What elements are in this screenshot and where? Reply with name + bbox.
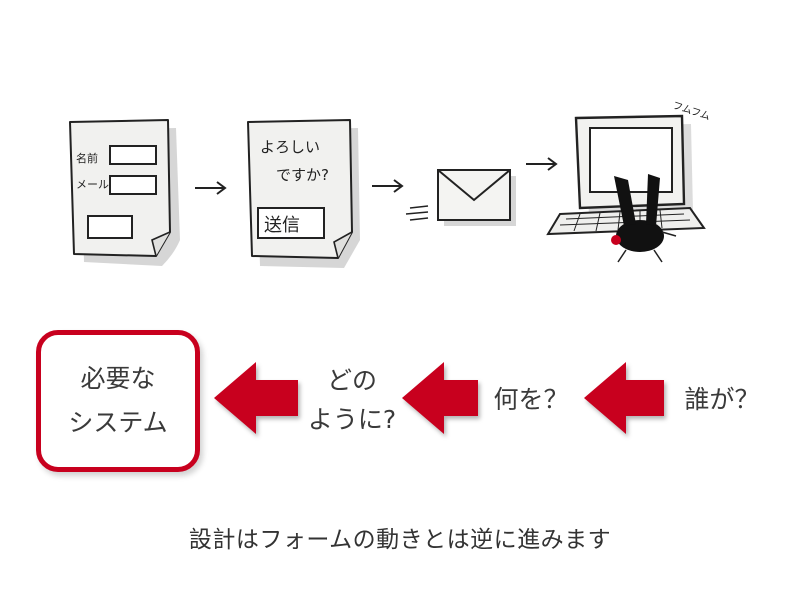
- who-label: 誰が？: [684, 385, 760, 414]
- form-name-field: [109, 145, 157, 165]
- how-label: どの ように?: [304, 362, 400, 440]
- confirm-text-line2: ですか?: [276, 166, 329, 184]
- red-arrow-left-2: [402, 362, 478, 434]
- rabbit-character-icon: [611, 174, 677, 263]
- design-arrows: [214, 362, 664, 434]
- form-mail-field: [109, 175, 157, 195]
- what-label: 何を？: [493, 385, 569, 414]
- mail-envelope-icon: [405, 169, 516, 226]
- red-arrow-left-1: [214, 362, 298, 434]
- send-button-label: 送信: [264, 215, 300, 236]
- flow-arrow-3: [526, 157, 558, 171]
- system-line-2: システム: [68, 408, 168, 437]
- form-mail-label: メール: [76, 178, 109, 191]
- flow-arrow-1: [195, 181, 227, 195]
- form-page-icon: 名前 メール: [69, 119, 180, 266]
- flow-arrow-2: [372, 179, 404, 193]
- form-submit-box: [87, 215, 133, 239]
- system-line-1: 必要な: [80, 364, 156, 394]
- caption: 設計はフォームの動きとは逆に進みます: [188, 527, 612, 553]
- form-name-label: 名前: [76, 151, 98, 165]
- how-line-2: ように?: [307, 404, 397, 434]
- confirm-text-line1: よろしい: [260, 138, 320, 156]
- red-arrow-left-3: [584, 362, 664, 434]
- how-line-1: どの: [326, 366, 377, 395]
- confirm-page-icon: よろしい ですか? 送信: [247, 119, 360, 268]
- form-flow-illustration: 名前 メール よろしい ですか? 送信: [69, 99, 712, 268]
- send-button-box: [257, 207, 325, 239]
- required-system-box: 必要な システム: [36, 330, 200, 472]
